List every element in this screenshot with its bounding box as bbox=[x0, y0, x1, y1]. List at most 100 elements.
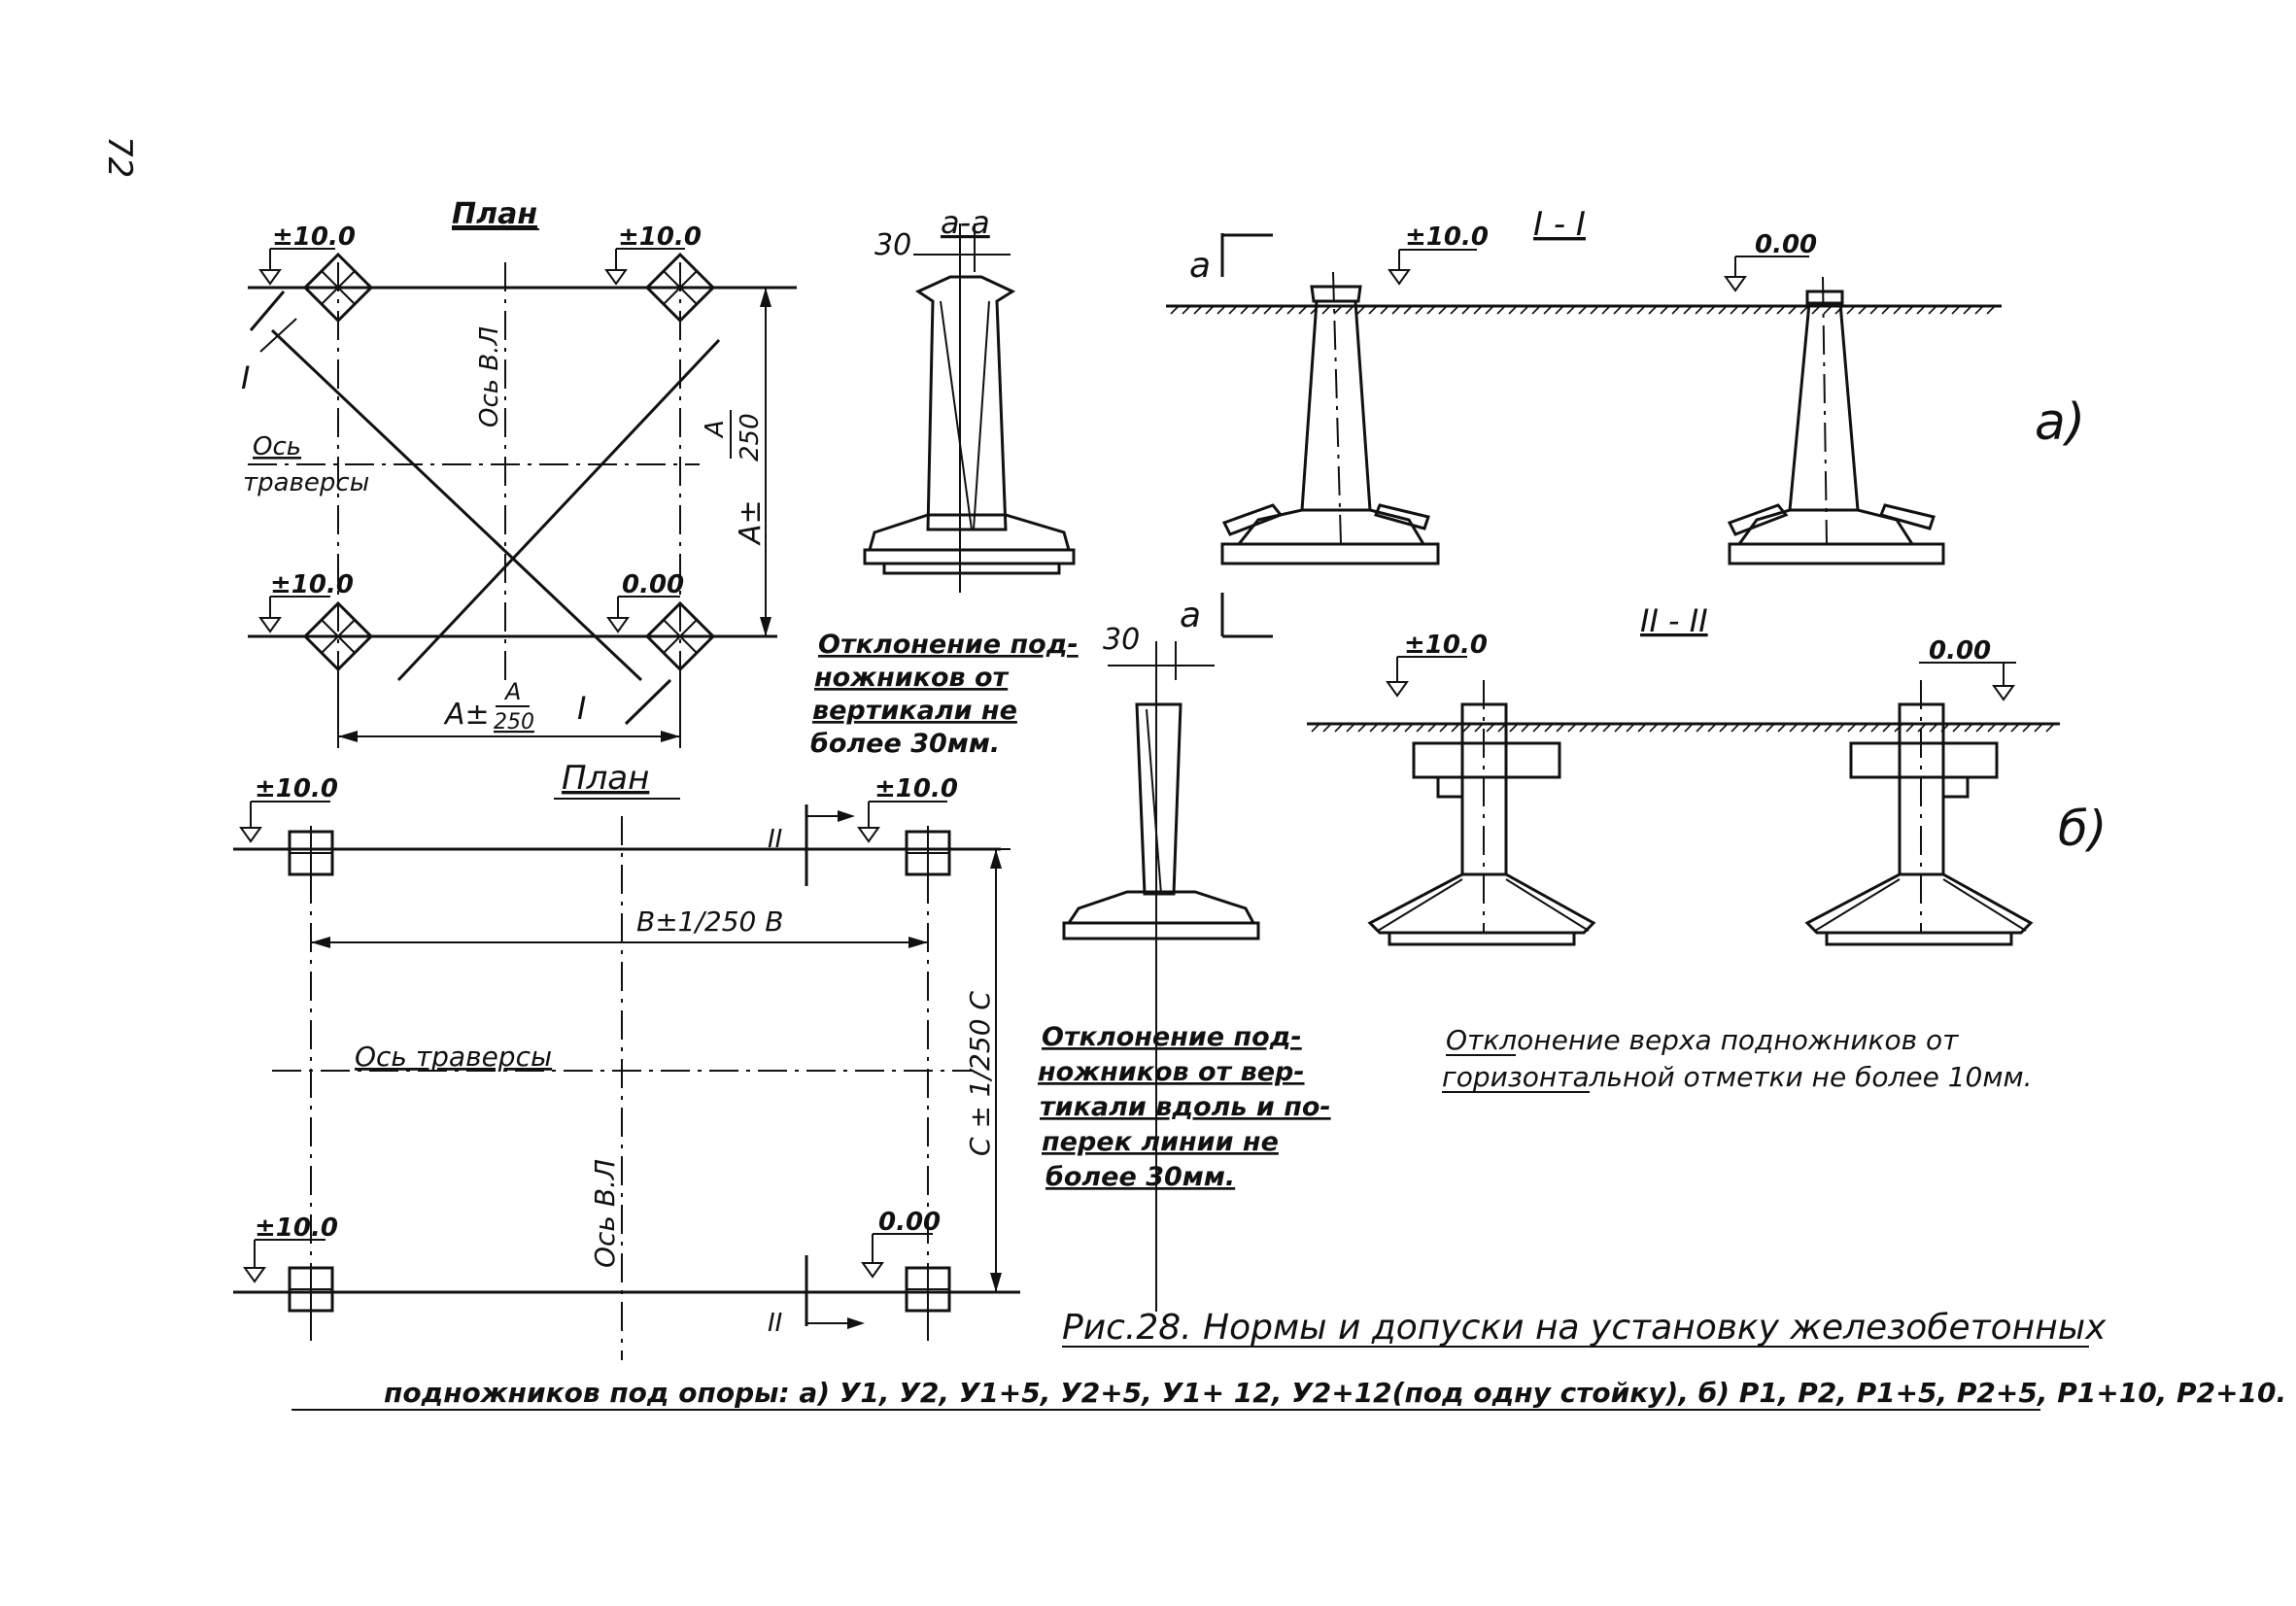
section-I: I - I а) а а ±10.0 0.00 bbox=[1166, 205, 2085, 638]
svg-text:ножников от вер-: ножников от вер- bbox=[1038, 1057, 1305, 1087]
plan-top-title: План bbox=[452, 197, 537, 231]
dim-horizontal-den: 250 bbox=[494, 710, 534, 735]
ground-hatch-stroke bbox=[1974, 305, 1984, 315]
axis-traverse-label-2: траверсы bbox=[243, 468, 369, 497]
ground-hatch-stroke bbox=[2010, 723, 2020, 733]
ground-hatch-stroke bbox=[1334, 723, 1344, 733]
ground-hatch-stroke bbox=[1671, 305, 1681, 315]
ground-hatch-stroke bbox=[1356, 305, 1366, 315]
dim-vertical-main: A± bbox=[734, 499, 768, 546]
ground-hatch-stroke bbox=[2022, 723, 2032, 733]
ground-hatch-stroke bbox=[1811, 305, 1821, 315]
svg-text:±10.0: ±10.0 bbox=[270, 570, 354, 599]
ground-hatch-stroke bbox=[1893, 305, 1902, 315]
dim-c: C ± 1/250 C bbox=[964, 991, 996, 1156]
ground-hatch-stroke bbox=[1661, 723, 1670, 733]
axis-vl-label-b: Ось В.Л bbox=[589, 1159, 621, 1268]
ground-hatch-stroke bbox=[1812, 723, 1822, 733]
ground-hatch-stroke bbox=[1706, 305, 1716, 315]
ground-hatch-II bbox=[1311, 723, 2055, 733]
footing-II-left bbox=[1367, 680, 1596, 946]
ground-hatch-stroke bbox=[1473, 305, 1483, 315]
ground-hatch-stroke bbox=[1742, 723, 1752, 733]
svg-text:более 30мм.: более 30мм. bbox=[810, 729, 1000, 759]
ground-hatch-stroke bbox=[1217, 305, 1226, 315]
ground-hatch-I bbox=[1170, 305, 1996, 315]
ground-hatch-stroke bbox=[1369, 723, 1379, 733]
ground-hatch-stroke bbox=[1544, 723, 1554, 733]
section-aa-title: а-а bbox=[941, 204, 990, 241]
ground-hatch-stroke bbox=[1916, 305, 1926, 315]
ground-hatch-stroke bbox=[1741, 305, 1751, 315]
ground-hatch-stroke bbox=[1999, 723, 2008, 733]
ground-hatch-stroke bbox=[1321, 305, 1331, 315]
footing-plan-b-bl bbox=[288, 1266, 334, 1313]
ground-hatch-stroke bbox=[1870, 723, 1880, 733]
footing-I-right bbox=[1727, 276, 1945, 565]
ground-hatch-stroke bbox=[1731, 723, 1740, 733]
section-mark-II-top: II bbox=[768, 825, 782, 854]
svg-text:±10.0: ±10.0 bbox=[255, 1213, 338, 1243]
ground-hatch-stroke bbox=[1928, 305, 1937, 315]
ground-hatch-stroke bbox=[1904, 305, 1914, 315]
ground-hatch-stroke bbox=[1439, 723, 1449, 733]
section-aa-note: Отклонение под- ножников от вертикали не… bbox=[810, 630, 1079, 759]
section-mark-I-left: I bbox=[241, 359, 250, 396]
ground-hatch-stroke bbox=[1508, 305, 1518, 315]
ground-hatch-stroke bbox=[1660, 305, 1669, 315]
ground-hatch-stroke bbox=[1205, 305, 1215, 315]
ground-hatch-stroke bbox=[1789, 723, 1799, 733]
ground-hatch-stroke bbox=[1684, 723, 1694, 733]
ground-hatch-stroke bbox=[1509, 723, 1519, 733]
section-mark-II-bottom: II bbox=[768, 1309, 782, 1338]
ground-hatch-stroke bbox=[1450, 305, 1459, 315]
ground-hatch-stroke bbox=[1614, 723, 1624, 733]
ground-hatch-stroke bbox=[1567, 723, 1577, 733]
ground-hatch-stroke bbox=[1835, 723, 1845, 733]
ground-hatch-stroke bbox=[1170, 305, 1180, 315]
ground-hatch-stroke bbox=[1426, 305, 1436, 315]
section-aa-dim: 30 bbox=[874, 228, 911, 262]
dim-horizontal-main: A± bbox=[443, 698, 490, 732]
ground-hatch-stroke bbox=[1182, 305, 1191, 315]
ground-hatch-stroke bbox=[1601, 305, 1611, 315]
ground-hatch-stroke bbox=[1381, 723, 1390, 733]
ground-hatch-stroke bbox=[1311, 723, 1320, 733]
ground-hatch-stroke bbox=[1240, 305, 1250, 315]
ground-hatch-stroke bbox=[1380, 305, 1389, 315]
ground-hatch-stroke bbox=[1754, 723, 1764, 733]
section-I-variant: а) bbox=[2035, 393, 2085, 452]
ground-hatch-stroke bbox=[1869, 305, 1879, 315]
ground-hatch-stroke bbox=[1636, 305, 1646, 315]
section-II-title: II - II bbox=[1640, 602, 1708, 639]
cut-label-a-top: а bbox=[1189, 246, 1211, 286]
ground-hatch-stroke bbox=[1672, 723, 1682, 733]
ground-hatch-stroke bbox=[1578, 305, 1588, 315]
ground-hatch-stroke bbox=[1345, 305, 1354, 315]
ground-hatch-stroke bbox=[1556, 723, 1565, 733]
section-mark-I-right: I bbox=[577, 690, 586, 727]
ground-hatch-stroke bbox=[1964, 723, 1973, 733]
svg-text:0.00: 0.00 bbox=[622, 570, 684, 599]
svg-text:вертикали не: вертикали не bbox=[812, 696, 1017, 726]
footing-bottom-left bbox=[302, 600, 374, 672]
ground-hatch-stroke bbox=[1847, 723, 1857, 733]
ground-hatch-stroke bbox=[1929, 723, 1938, 733]
ground-hatch-stroke bbox=[1531, 305, 1541, 315]
svg-text:Отклонение под-: Отклонение под- bbox=[818, 630, 1079, 660]
ground-hatch-stroke bbox=[1486, 723, 1495, 733]
page-number: 72 bbox=[100, 136, 139, 178]
footing-I-left bbox=[1220, 271, 1440, 565]
svg-text:0.00: 0.00 bbox=[1929, 636, 1991, 666]
ground-hatch-stroke bbox=[1905, 723, 1915, 733]
ground-hatch-stroke bbox=[1404, 723, 1414, 733]
ground-hatch-stroke bbox=[1881, 305, 1891, 315]
ground-hatch-stroke bbox=[1602, 723, 1612, 733]
plan-bottom: План ±10.0 ±10.0 ±10.0 0.00 B±1/250 B bbox=[233, 759, 1020, 1360]
section-small-b-note: Отклонение под- ножников от вер- тикали … bbox=[1038, 1022, 1331, 1192]
ground-hatch-stroke bbox=[1963, 305, 1972, 315]
ground-hatch-stroke bbox=[1590, 305, 1599, 315]
svg-text:Отклонение верха подножников о: Отклонение верха подножников от bbox=[1446, 1024, 1959, 1056]
svg-text:тикали вдоль и по-: тикали вдоль и по- bbox=[1040, 1092, 1331, 1122]
